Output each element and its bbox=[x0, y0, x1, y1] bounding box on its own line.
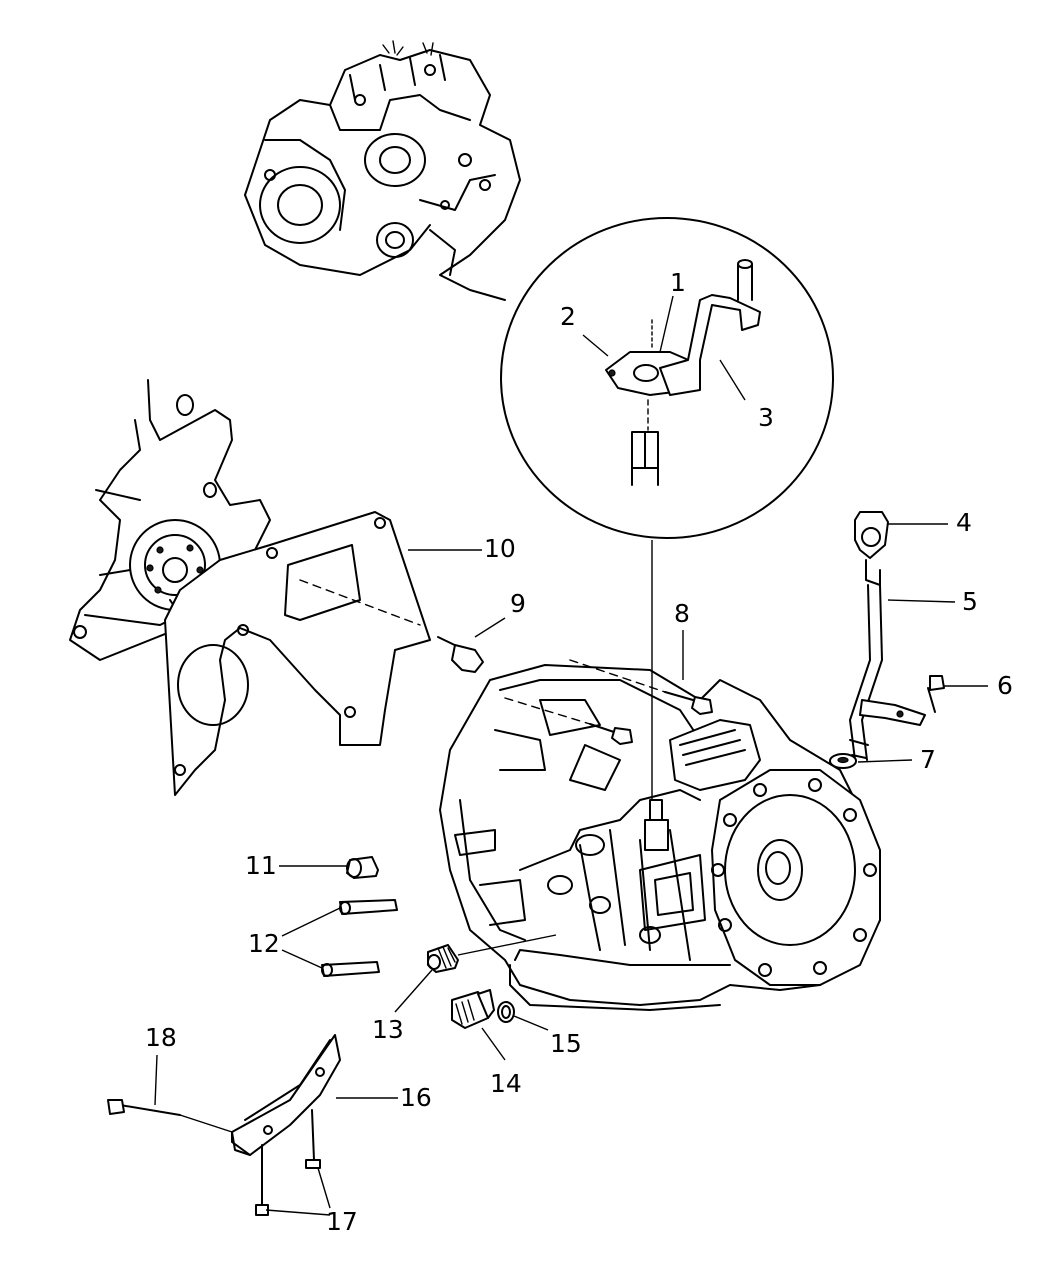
part-15-o-ring bbox=[497, 1001, 515, 1023]
part-4-5-dipstick-tube bbox=[849, 511, 926, 761]
part-16-shield bbox=[231, 1034, 341, 1156]
callout-13: 13 bbox=[372, 1015, 404, 1044]
callout-5: 5 bbox=[962, 587, 978, 616]
transaxle-assembly bbox=[439, 664, 881, 1011]
callout-6: 6 bbox=[997, 671, 1013, 700]
callout-1: 1 bbox=[670, 268, 686, 297]
engine-top-illustration bbox=[244, 40, 521, 301]
part-12-fittings bbox=[321, 899, 398, 977]
part-8-bolts bbox=[504, 659, 713, 745]
part-6-bolt bbox=[927, 675, 945, 713]
callout-3: 3 bbox=[758, 403, 774, 432]
part-13-plug bbox=[427, 934, 557, 973]
callout-14: 14 bbox=[490, 1069, 522, 1098]
callout-18: 18 bbox=[145, 1023, 177, 1052]
leader-lines bbox=[154, 295, 988, 1216]
callout-8: 8 bbox=[674, 599, 690, 628]
callout-9: 9 bbox=[510, 589, 526, 618]
callout-4: 4 bbox=[956, 508, 972, 537]
detail-view-circle bbox=[500, 217, 834, 800]
callout-16: 16 bbox=[400, 1083, 432, 1112]
part-14-speed-sensor bbox=[451, 989, 495, 1029]
callout-17: 17 bbox=[326, 1207, 358, 1236]
part-11-bushing bbox=[346, 856, 379, 879]
part-9-bolt bbox=[437, 636, 484, 673]
callout-11: 11 bbox=[245, 851, 277, 880]
callout-10: 10 bbox=[484, 534, 516, 563]
callout-7: 7 bbox=[920, 745, 936, 774]
callout-12: 12 bbox=[248, 929, 280, 958]
callout-15: 15 bbox=[550, 1029, 582, 1058]
callout-labels: 1 2 3 4 5 6 7 8 9 10 11 12 13 14 15 16 1… bbox=[145, 268, 1013, 1236]
part-7-seal bbox=[829, 753, 857, 769]
part-17-screws bbox=[255, 1109, 321, 1216]
callout-2: 2 bbox=[560, 302, 576, 331]
part-18-bolt bbox=[107, 1099, 233, 1133]
part-10-adapter-plate bbox=[164, 511, 431, 796]
